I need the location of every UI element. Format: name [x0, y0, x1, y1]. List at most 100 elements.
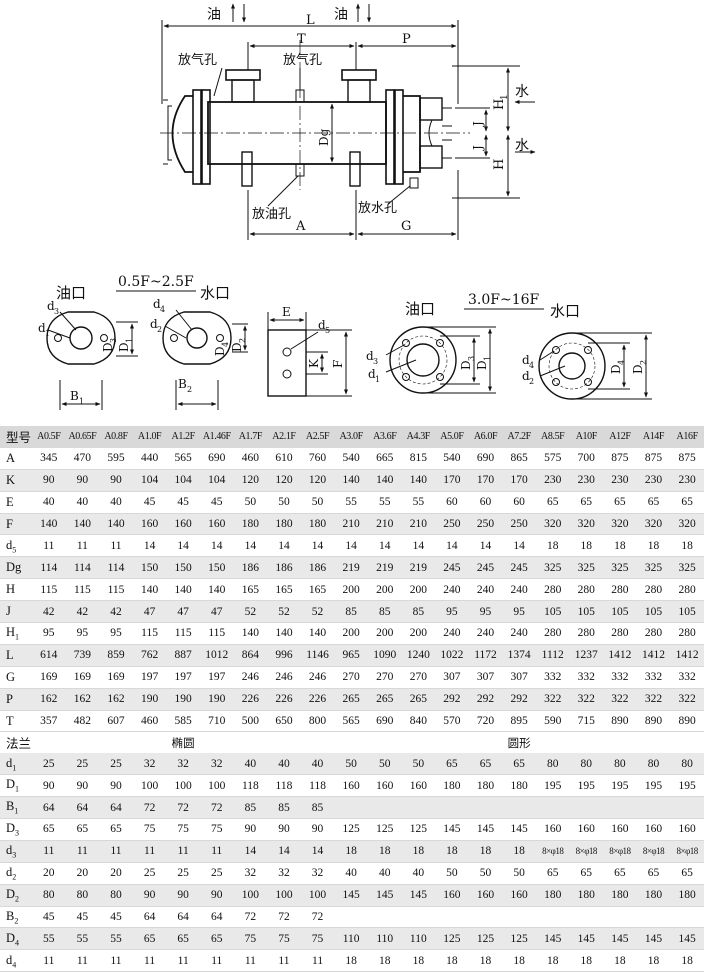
water-flow-label-2: 水	[515, 138, 529, 154]
table-cell: 160	[199, 513, 234, 536]
table-cell: 720	[468, 710, 503, 733]
table-cell: 80	[32, 884, 66, 907]
vent-hole-label-1: 放气孔	[178, 52, 217, 68]
table-cell: 160	[166, 513, 200, 536]
table-cell: 160	[334, 774, 368, 798]
table-cell: 180	[267, 513, 301, 536]
table-cell: 322	[670, 688, 704, 711]
row-label: d3	[0, 840, 32, 863]
table-cell: 90	[166, 884, 200, 907]
table-cell: 42	[32, 600, 66, 624]
table-cell: 325	[603, 556, 637, 580]
table-cell: 25	[166, 862, 200, 885]
model-header: A14F	[636, 426, 671, 448]
table-cell: 322	[636, 688, 671, 711]
table-cell: 115	[166, 622, 200, 645]
table-cell: 875	[636, 447, 671, 470]
table-cell: 160	[603, 818, 637, 841]
table-cell: 195	[636, 774, 671, 798]
table-cell: 14	[300, 534, 335, 558]
table-cell: 64	[65, 796, 100, 820]
table-cell: 760	[300, 447, 335, 470]
table-cell: 762	[132, 644, 167, 667]
table-cell: 165	[267, 578, 301, 602]
table-cell: 8×φ18	[569, 840, 604, 863]
table-cell: 219	[401, 556, 436, 580]
model-header: A0.5F	[32, 426, 66, 448]
table-cell: 1022	[435, 644, 469, 667]
table-cell: 65	[603, 491, 637, 514]
table-cell: 150	[132, 556, 167, 580]
table-cell: 140	[300, 622, 335, 645]
table-cell: 8×φ18	[535, 840, 570, 863]
table-cell: 90	[32, 469, 66, 492]
dim-A: A	[295, 219, 306, 234]
table-cell: 18	[569, 534, 604, 558]
table-cell: 18	[334, 949, 368, 972]
table-cell: 72	[199, 796, 234, 820]
table-cell	[569, 796, 604, 820]
row-label: H1	[0, 622, 32, 645]
table-cell: 800	[300, 710, 335, 733]
table-cell: 95	[32, 622, 66, 645]
table-cell: 125	[435, 927, 469, 951]
table-cell: 875	[603, 447, 637, 470]
dim-H1: H 1	[492, 94, 510, 110]
table-cell: 65	[569, 491, 604, 514]
table-cell: 55	[334, 491, 368, 514]
table-cell: 245	[468, 556, 503, 580]
table-cell: 110	[401, 927, 436, 951]
table-cell: 1146	[300, 644, 335, 667]
table-cell: 607	[99, 710, 133, 733]
table-cell: 160	[569, 818, 604, 841]
model-header: A2.5F	[300, 426, 335, 448]
table-cell: 250	[435, 513, 469, 536]
table-cell: 120	[267, 469, 301, 492]
model-header: A7.2F	[502, 426, 536, 448]
row-label: E	[0, 491, 32, 514]
table-cell: 95	[65, 622, 100, 645]
table-cell: 700	[569, 447, 604, 470]
table-cell: 270	[334, 666, 368, 689]
model-header: A4.3F	[401, 426, 436, 448]
table-cell: 307	[502, 666, 536, 689]
table-cell: 85	[300, 796, 335, 820]
table-cell: 80	[99, 884, 133, 907]
table-cell: 25	[32, 753, 66, 776]
table-cell: 125	[334, 818, 368, 841]
table-cell: 115	[32, 578, 66, 602]
table-cell: 72	[233, 906, 268, 929]
table-cell: 18	[502, 949, 536, 972]
table-cell: 90	[32, 774, 66, 798]
table-cell: 40	[300, 753, 335, 776]
table-cell: 160	[636, 818, 671, 841]
table-cell: 105	[636, 600, 671, 624]
table-cell: 890	[670, 710, 704, 733]
table-cell: 18	[468, 949, 503, 972]
label-D3-oval: D3	[101, 338, 118, 352]
table-cell: 160	[401, 774, 436, 798]
table-cell: 322	[535, 688, 570, 711]
svg-text:D: D	[609, 364, 623, 374]
svg-text:d: d	[38, 321, 46, 335]
table-cell: 85	[267, 796, 301, 820]
table-cell: 72	[132, 796, 167, 820]
table-cell: 575	[535, 447, 570, 470]
table-cell: 195	[569, 774, 604, 798]
table-cell: 150	[199, 556, 234, 580]
table-cell: 280	[603, 622, 637, 645]
table-cell: 90	[199, 884, 234, 907]
table-cell: 460	[233, 447, 268, 470]
table-cell: 11	[267, 949, 301, 972]
table-cell: 52	[233, 600, 268, 624]
table-cell: 180	[233, 513, 268, 536]
svg-text:D: D	[213, 346, 227, 356]
table-cell: 230	[603, 469, 637, 492]
table-cell: 18	[636, 949, 671, 972]
table-cell	[334, 906, 368, 929]
